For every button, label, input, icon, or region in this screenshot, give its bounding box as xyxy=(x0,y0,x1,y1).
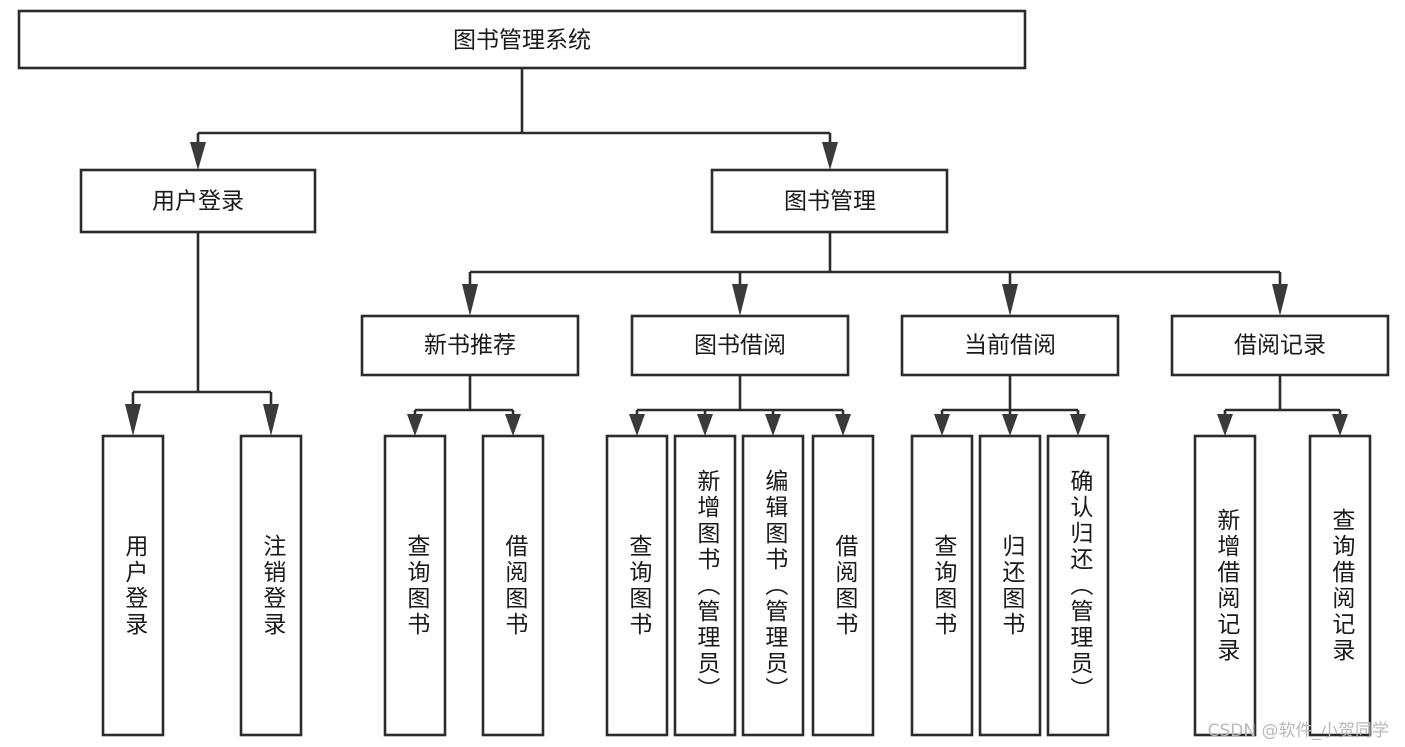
node-root-book-management-system[interactable]: 图书管理系统 xyxy=(17,9,1027,70)
connector-group-user-login xyxy=(125,232,279,436)
node-user-login[interactable]: 用户登录 xyxy=(79,168,317,234)
node-new-book-recommend-box[interactable] xyxy=(360,314,580,377)
node-root-label: 图书管理系统 xyxy=(453,28,591,54)
node-book-management[interactable]: 图书管理 xyxy=(710,168,949,234)
arrow-head-to-user-login xyxy=(190,142,206,170)
arrow-head-bw-leaf1 xyxy=(629,414,645,436)
node-current-borrow-box[interactable] xyxy=(900,314,1120,377)
arrow-head-cb-leaf2 xyxy=(1002,414,1018,436)
connector-group-new-book xyxy=(407,375,521,436)
node-user-login-label: 用户登录 xyxy=(152,189,244,215)
arrow-head-bw-leaf4 xyxy=(835,414,851,436)
node-user-login-box[interactable] xyxy=(79,168,317,234)
leaf-box-logout[interactable] xyxy=(239,434,303,737)
connector-group-borrow xyxy=(629,375,851,436)
arrow-head-to-current-borrow xyxy=(1002,284,1018,316)
connector-group-current-borrow xyxy=(934,375,1086,436)
leaf-box-br-add-record[interactable] xyxy=(1193,434,1257,737)
node-borrow-record-box[interactable] xyxy=(1170,314,1390,377)
watermark-text: CSDN @软件_小贺同学 xyxy=(1207,721,1389,741)
arrow-head-to-book-mgmt xyxy=(822,142,838,170)
arrow-head-br-leaf2 xyxy=(1332,414,1348,436)
node-new-book-recommend-label: 新书推荐 xyxy=(424,333,516,359)
node-book-management-label: 图书管理 xyxy=(784,189,876,215)
connector-group-borrow-record xyxy=(1217,375,1348,436)
leaf-box-nb-borrow-book[interactable] xyxy=(481,434,545,737)
leaf-box-br-query-record[interactable] xyxy=(1308,434,1372,737)
arrow-head-cb-leaf1 xyxy=(934,414,950,436)
arrow-head-nb-leaf1 xyxy=(407,414,423,436)
node-book-management-box[interactable] xyxy=(710,168,949,234)
leaf-box-cb-confirm-return[interactable] xyxy=(1046,434,1110,737)
arrow-head-br-leaf1 xyxy=(1217,414,1233,436)
node-book-borrow-label: 图书借阅 xyxy=(694,333,786,359)
node-new-book-recommend[interactable]: 新书推荐 xyxy=(360,314,580,377)
arrow-head-bw-leaf2 xyxy=(697,414,713,436)
leaf-box-cb-return-book[interactable] xyxy=(978,434,1042,737)
leaf-box-bw-borrow-book[interactable] xyxy=(811,434,875,737)
node-root-box[interactable] xyxy=(17,9,1027,70)
node-current-borrow[interactable]: 当前借阅 xyxy=(900,314,1120,377)
connector-group-book-mgmt xyxy=(462,232,1288,316)
arrow-head-cb-leaf3 xyxy=(1070,414,1086,436)
leaf-box-bw-edit-book[interactable] xyxy=(741,434,805,737)
node-borrow-record-label: 借阅记录 xyxy=(1234,333,1326,359)
arrow-head-to-borrow-record xyxy=(1272,284,1288,316)
leaf-box-user-login[interactable] xyxy=(101,434,165,737)
arrow-head-nb-leaf2 xyxy=(505,414,521,436)
node-book-borrow[interactable]: 图书借阅 xyxy=(630,314,850,377)
node-borrow-record[interactable]: 借阅记录 xyxy=(1170,314,1390,377)
arrow-head-leaf-user-login xyxy=(125,404,141,436)
leaf-box-bw-query-book[interactable] xyxy=(605,434,669,737)
node-book-borrow-box[interactable] xyxy=(630,314,850,377)
connector-group-root xyxy=(190,68,838,170)
arrow-head-leaf-logout xyxy=(263,404,279,436)
arrow-head-bw-leaf3 xyxy=(765,414,781,436)
node-current-borrow-label: 当前借阅 xyxy=(964,333,1056,359)
leaf-box-bw-add-book[interactable] xyxy=(673,434,737,737)
leaf-box-cb-query-book[interactable] xyxy=(910,434,974,737)
arrow-head-to-new-book xyxy=(462,284,478,316)
leaf-box-nb-query-book[interactable] xyxy=(383,434,447,737)
arrow-head-to-borrow xyxy=(732,284,748,316)
